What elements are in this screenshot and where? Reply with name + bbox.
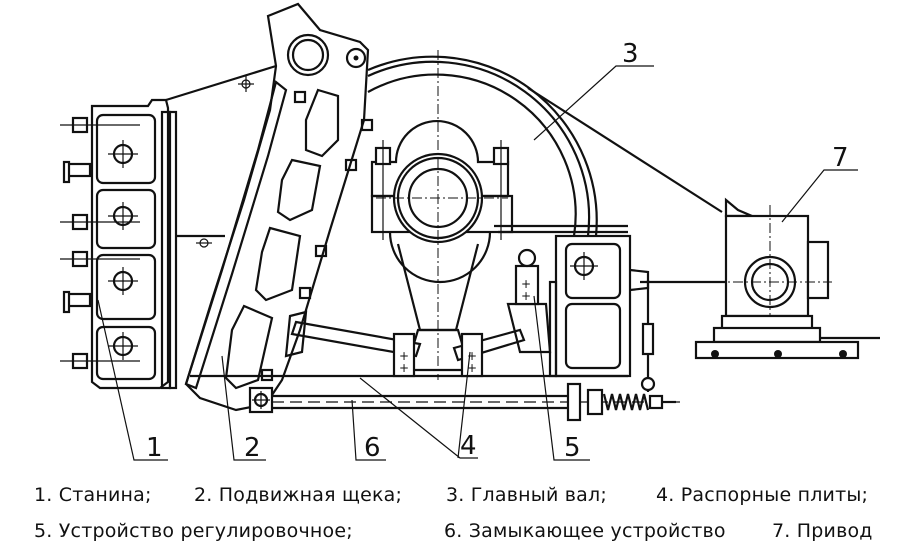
frame-stanina	[60, 64, 277, 390]
svg-text:+: +	[399, 349, 409, 363]
frame-side-bolts	[60, 116, 140, 370]
callout-5: 5	[564, 433, 581, 463]
svg-text:+: +	[521, 277, 531, 291]
legend-item-4: 4. Распорные плиты;	[656, 484, 869, 506]
legend-item-3: 3. Главный вал;	[446, 484, 607, 506]
adjusting-device: + +	[506, 234, 632, 378]
callout-6: 6	[364, 433, 381, 463]
svg-text:+: +	[521, 289, 531, 303]
main-shaft-flywheel	[367, 50, 740, 380]
movable-jaw	[184, 2, 374, 414]
svg-text:+: +	[399, 361, 409, 375]
toggle-plates: + + + +	[290, 320, 526, 378]
callout-4: 4	[460, 431, 477, 461]
svg-text:+: +	[467, 349, 477, 363]
drive-motor	[694, 197, 880, 360]
legend-item-5: 5. Устройство регулировочное;	[34, 520, 353, 542]
callout-3: 3	[622, 39, 639, 69]
callout-1: 1	[146, 433, 163, 463]
callout-2: 2	[244, 433, 261, 463]
frame-bolt-holes	[108, 140, 138, 360]
legend-item-7: 7. Привод	[772, 520, 873, 542]
legend-item-6: 6. Замыкающее устройство	[444, 520, 726, 542]
callout-7: 7	[832, 143, 849, 173]
callout-leaders	[97, 65, 858, 461]
svg-text:+: +	[467, 361, 477, 375]
legend-item-1: 1. Станина;	[34, 484, 152, 506]
closing-device	[272, 268, 680, 422]
legend-item-2: 2. Подвижная щека;	[194, 484, 403, 506]
